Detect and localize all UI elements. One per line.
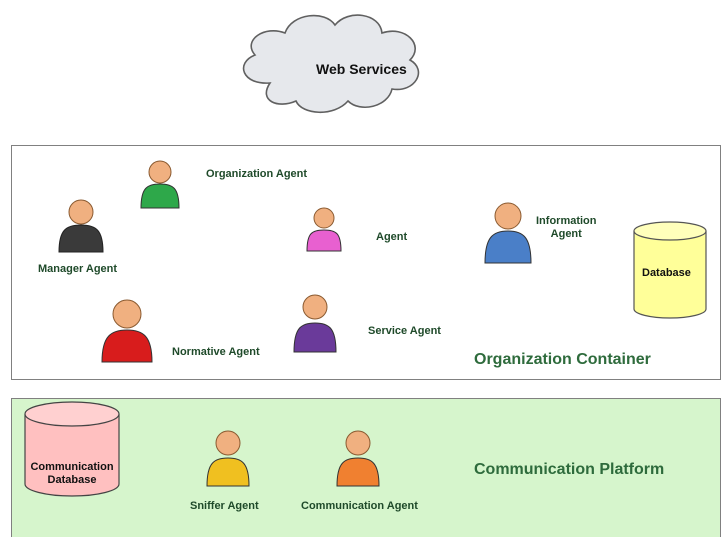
service-agent-label: Service Agent: [368, 325, 441, 337]
sniffer-agent-icon: [206, 430, 250, 487]
normative-agent-label: Normative Agent: [172, 346, 260, 358]
organization-agent-icon: [140, 160, 180, 209]
normative-agent-icon: [101, 299, 153, 363]
web-services-cloud: [242, 14, 420, 113]
communication-agent-label: Communication Agent: [301, 500, 418, 512]
sniffer-agent-label: Sniffer Agent: [190, 500, 259, 512]
agent-icon: [306, 207, 342, 252]
agent-label: Agent: [376, 231, 408, 243]
information-agent-icon: [484, 202, 532, 264]
communication-agent-icon: [336, 430, 380, 487]
communication-database-label: Communication Database: [30, 461, 114, 486]
information-agent-label: Information Agent: [536, 215, 597, 240]
manager-agent-icon: [58, 199, 104, 253]
manager-agent-label: Manager Agent: [38, 263, 118, 275]
database-label: Database: [642, 267, 691, 279]
web-services-label: Web Services: [316, 61, 407, 77]
communication-platform-title: Communication Platform: [474, 461, 665, 478]
service-agent-icon: [293, 294, 337, 353]
organization-agent-label: Organization Agent: [206, 168, 308, 180]
communication-database-icon: [24, 401, 120, 497]
database-icon: [633, 221, 707, 319]
organization-container-title: Organization Container: [474, 351, 651, 368]
